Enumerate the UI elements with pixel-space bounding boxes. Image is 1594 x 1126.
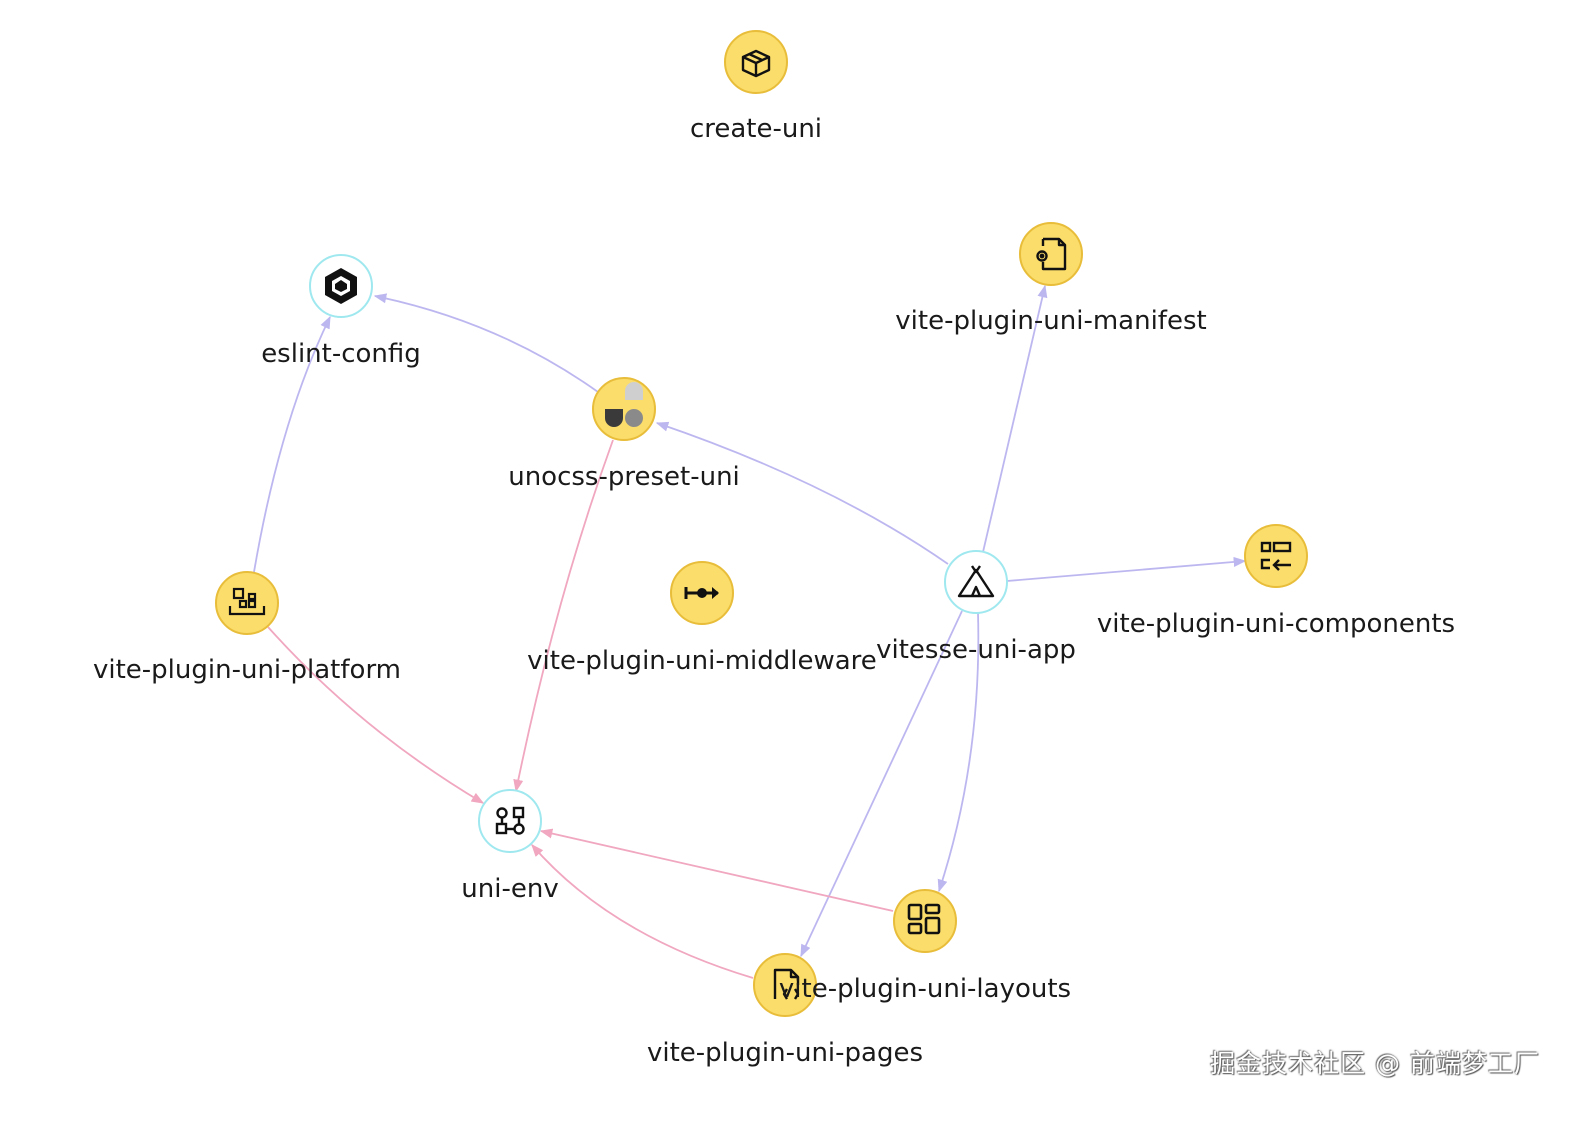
node-vite-plugin-uni-middleware[interactable]: vite-plugin-uni-middleware (527, 561, 877, 676)
edge-vite-plugin-uni-platform-to-eslint-config (253, 315, 331, 573)
node-label: eslint-config (261, 339, 421, 369)
node-label: vite-plugin-uni-middleware (527, 646, 877, 676)
node-vite-plugin-uni-components[interactable]: vite-plugin-uni-components (1097, 524, 1455, 639)
edge-unocss-preset-uni-to-uni-env (513, 439, 614, 793)
node-label: vitesse-uni-app (876, 635, 1076, 665)
file-settings-icon (1036, 237, 1067, 271)
components-import-icon (1260, 541, 1292, 571)
node-label: unocss-preset-uni (508, 462, 740, 492)
file-code-icon (773, 968, 800, 1000)
watermark: 掘金技术社区 @ 前端梦工厂 (1210, 1049, 1540, 1078)
node-label: uni-env (461, 874, 558, 904)
node-create-uni[interactable]: create-uni (690, 30, 822, 144)
edge-vitesse-uni-app-to-vite-plugin-uni-components (1006, 556, 1247, 582)
node-label: vite-plugin-uni-platform (93, 655, 401, 685)
node-label: vite-plugin-uni-components (1097, 609, 1455, 639)
node-vite-plugin-uni-layouts[interactable]: vite-plugin-uni-layouts (779, 889, 1071, 1004)
edge-unocss-preset-uni-to-eslint-config (373, 293, 599, 393)
eslint-hexagon-icon (325, 268, 357, 304)
package-box-icon (741, 49, 771, 78)
node-vite-plugin-uni-pages[interactable]: vite-plugin-uni-pages (647, 953, 923, 1068)
node-vite-plugin-uni-manifest[interactable]: vite-plugin-uni-manifest (895, 222, 1207, 336)
node-eslint-config[interactable]: eslint-config (261, 254, 421, 369)
edge-vite-plugin-uni-platform-to-uni-env (267, 626, 485, 804)
node-vite-plugin-uni-platform[interactable]: vite-plugin-uni-platform (93, 571, 401, 685)
flow-nodes-icon (495, 806, 525, 835)
node-label: vite-plugin-uni-manifest (895, 306, 1206, 336)
edge-vitesse-uni-app-to-vite-plugin-uni-layouts (937, 612, 980, 893)
layout-grid-icon (907, 903, 941, 935)
node-uni-env[interactable]: uni-env (461, 789, 559, 904)
edge-vitesse-uni-app-to-vite-plugin-uni-manifest (982, 284, 1048, 553)
tent-icon (957, 565, 995, 598)
node-vitesse-uni-app[interactable]: vitesse-uni-app (876, 550, 1076, 665)
node-label: create-uni (690, 114, 822, 144)
edge-vitesse-uni-app-to-unocss-preset-uni (655, 421, 949, 565)
platform-blocks-icon (228, 587, 266, 616)
edge-vitesse-uni-app-to-vite-plugin-uni-pages (800, 610, 963, 958)
edge-vite-plugin-uni-pages-to-uni-env (531, 844, 754, 979)
node-label: vite-plugin-uni-pages (647, 1038, 923, 1068)
node-label: vite-plugin-uni-layouts (779, 974, 1071, 1004)
unocss-logo-icon (605, 382, 643, 427)
middleware-arrow-icon (684, 587, 719, 599)
edge-vite-plugin-uni-layouts-to-uni-env (539, 828, 894, 912)
node-unocss-preset-uni[interactable]: unocss-preset-uni (508, 377, 740, 492)
